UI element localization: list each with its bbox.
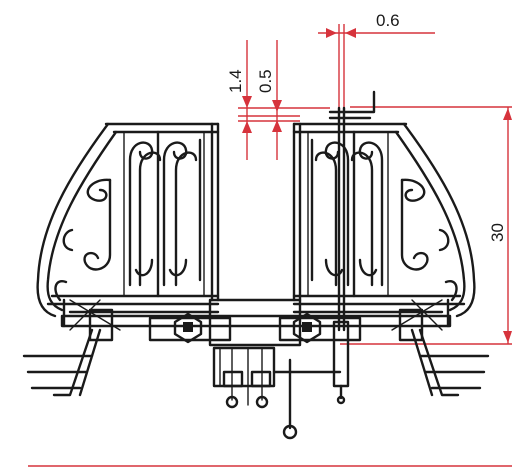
- dim-label-height: 30: [488, 223, 507, 242]
- dim-0.6-arrow-right: [345, 28, 356, 38]
- dim-0.6-arrow-left: [326, 28, 337, 38]
- dim-1.4-arrow-top: [242, 96, 252, 108]
- dim-label-top-gap: 0.6: [376, 11, 400, 30]
- chassis: [60, 298, 452, 347]
- dimension-labels: 0.6 1.4 0.5 30: [226, 11, 507, 242]
- left-seat-scrollwork: [54, 130, 202, 302]
- dim-label-left-gap-outer: 1.4: [226, 69, 245, 93]
- right-steps: [410, 328, 490, 397]
- dim-0.5-arrow-bottom: [272, 120, 282, 132]
- dim-0.5-arrow-top: [272, 100, 282, 112]
- dim-label-left-gap-inner: 0.5: [256, 69, 275, 93]
- left-seat-frame: [36, 122, 220, 318]
- dim-30-arrow-top: [503, 108, 512, 120]
- right-seat-scrollwork: [310, 130, 458, 302]
- dim-1.4-arrow-bottom: [242, 121, 252, 133]
- left-steps: [22, 328, 102, 397]
- undercarriage-mechanism: [212, 320, 350, 440]
- dim-30-arrow-bottom: [503, 331, 512, 343]
- center-post: [328, 90, 376, 332]
- dimension-annotations: [28, 24, 512, 467]
